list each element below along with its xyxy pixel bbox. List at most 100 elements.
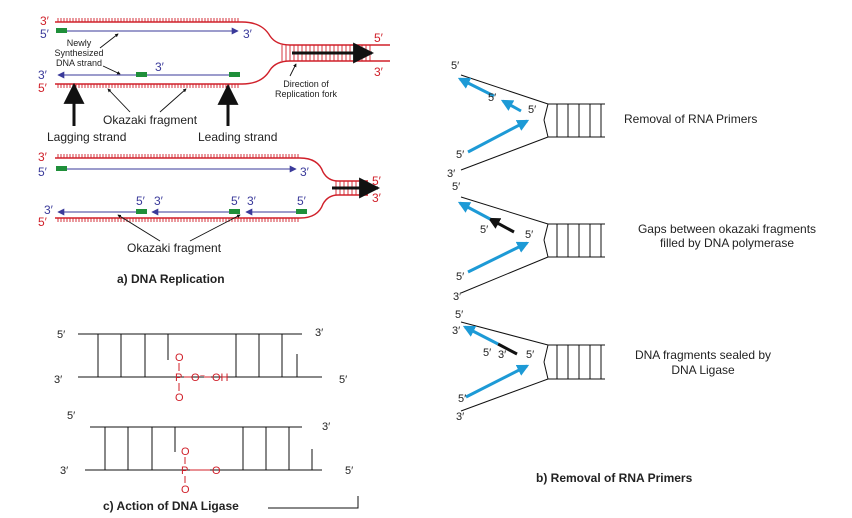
fork-line bbox=[543, 344, 549, 363]
end-label: 5′ bbox=[339, 374, 347, 386]
okazaki-fragment-label: Okazaki fragment bbox=[103, 113, 198, 127]
end-label: 3′ bbox=[38, 150, 48, 164]
polymerase-fill-arrow bbox=[487, 217, 515, 234]
ligated-segment bbox=[497, 342, 518, 356]
end-label: 5′ bbox=[374, 31, 384, 45]
end-label: 5′ bbox=[455, 309, 463, 321]
phosphate-oxygen: O bbox=[181, 446, 190, 458]
end-label: 3′ bbox=[447, 168, 455, 180]
phosphate-oxygen-anion: O⁻ bbox=[191, 372, 206, 384]
end-label: 3′ bbox=[498, 349, 506, 361]
primer bbox=[136, 209, 147, 214]
lagging-strand-label: Lagging strand bbox=[47, 130, 126, 144]
end-label: 3′ bbox=[154, 194, 164, 208]
bridging-oxygen: O bbox=[212, 465, 221, 477]
pointer bbox=[102, 65, 121, 75]
end-label: 3′ bbox=[452, 325, 460, 337]
step2-label: filled by DNA polymerase bbox=[660, 236, 794, 250]
fragment-arrow bbox=[457, 201, 491, 221]
new-strand-arrow bbox=[465, 364, 530, 399]
direction-label: Direction of bbox=[283, 79, 329, 89]
fork-line bbox=[460, 378, 549, 412]
fork1-top-strand-bases bbox=[57, 18, 239, 22]
end-label: 3′ bbox=[243, 27, 253, 41]
end-label: 3′ bbox=[247, 194, 257, 208]
end-label: 3′ bbox=[44, 203, 54, 217]
primer bbox=[56, 28, 67, 33]
end-label: 5′ bbox=[38, 81, 48, 95]
step1-label: Removal of RNA Primers bbox=[624, 112, 757, 126]
panel-c-action-of-dna-ligase: 5′ 3′ 3′ 5′ O P O O⁻ OH 5′ 3′ 3′ bbox=[54, 327, 359, 513]
step2-label: Gaps between okazaki fragments bbox=[638, 222, 816, 236]
phosphate-p: P bbox=[175, 372, 182, 384]
new-strand-arrow bbox=[467, 241, 530, 274]
fork-line bbox=[543, 103, 549, 121]
end-label: 5′ bbox=[456, 149, 464, 161]
fork-line bbox=[460, 136, 549, 171]
end-label: 5′ bbox=[67, 410, 75, 422]
end-label: 5′ bbox=[38, 215, 48, 229]
pointer bbox=[107, 88, 131, 113]
end-label: 3′ bbox=[60, 465, 68, 477]
hydroxyl-group: OH bbox=[212, 372, 229, 384]
okazaki-fragment-label: Okazaki fragment bbox=[127, 241, 222, 255]
fragment-arrow bbox=[462, 325, 499, 346]
end-label: 3′ bbox=[374, 65, 384, 79]
step3-label: DNA fragments sealed by bbox=[635, 348, 771, 362]
primer bbox=[296, 209, 307, 214]
newly-synthesized-label: Synthesized bbox=[54, 48, 103, 58]
newly-synthesized-label: DNA strand bbox=[56, 58, 102, 68]
fork2-top-strand-bases bbox=[57, 154, 299, 158]
panel-a-dna-replication: 3′ 5′ 3′ 5′ 3′ 3′ 5′ 3′ Newly Synthesize… bbox=[38, 14, 390, 286]
fork1-bottom-strand-bases bbox=[57, 84, 239, 88]
end-label: 3′ bbox=[155, 60, 165, 74]
caption-rule bbox=[268, 496, 359, 509]
end-label: 5′ bbox=[451, 60, 459, 72]
phosphate-oxygen: O bbox=[181, 484, 190, 496]
pointer bbox=[189, 214, 241, 242]
fork-line bbox=[543, 361, 549, 380]
phosphodiester-bonds bbox=[184, 457, 210, 483]
phosphate-p: P bbox=[181, 465, 188, 477]
end-label: 5′ bbox=[136, 194, 146, 208]
end-label: 3′ bbox=[54, 374, 62, 386]
end-label: 5′ bbox=[528, 104, 536, 116]
newly-synthesized-label: Newly bbox=[67, 38, 92, 48]
end-label: 5′ bbox=[525, 229, 533, 241]
end-label: 5′ bbox=[456, 271, 464, 283]
pointer bbox=[99, 33, 119, 49]
phosphate-oxygen: O bbox=[175, 352, 184, 364]
end-label: 3′ bbox=[453, 291, 461, 303]
fragment-arrow bbox=[500, 99, 522, 113]
primer bbox=[56, 166, 67, 171]
end-label: 5′ bbox=[452, 181, 460, 193]
primer bbox=[136, 72, 147, 77]
end-label: 3′ bbox=[322, 421, 330, 433]
end-label: 5′ bbox=[480, 224, 488, 236]
panel-b-caption: b) Removal of RNA Primers bbox=[536, 471, 693, 485]
fragment-arrow bbox=[457, 77, 495, 98]
phosphate-oxygen: O bbox=[175, 392, 184, 404]
fork2-bottom-strand-bases bbox=[57, 218, 299, 222]
pointer bbox=[159, 88, 187, 113]
fork-line bbox=[460, 74, 549, 105]
end-label: 5′ bbox=[297, 194, 307, 208]
panel-a-caption: a) DNA Replication bbox=[117, 272, 225, 286]
fork-line bbox=[460, 196, 549, 225]
phosphate-bonds bbox=[178, 363, 211, 391]
direction-label: Replication fork bbox=[275, 89, 338, 99]
primer bbox=[229, 209, 240, 214]
end-label: 3′ bbox=[300, 165, 310, 179]
end-label: 5′ bbox=[57, 329, 65, 341]
fork-line bbox=[460, 321, 549, 346]
end-label: 3′ bbox=[315, 327, 323, 339]
end-label: 5′ bbox=[458, 393, 466, 405]
end-label: 3′ bbox=[38, 68, 48, 82]
primer bbox=[229, 72, 240, 77]
end-label: 5′ bbox=[38, 165, 48, 179]
fork-line bbox=[543, 239, 549, 258]
fork-line bbox=[460, 256, 549, 294]
pointer bbox=[117, 214, 161, 242]
end-label: 5′ bbox=[40, 27, 50, 41]
